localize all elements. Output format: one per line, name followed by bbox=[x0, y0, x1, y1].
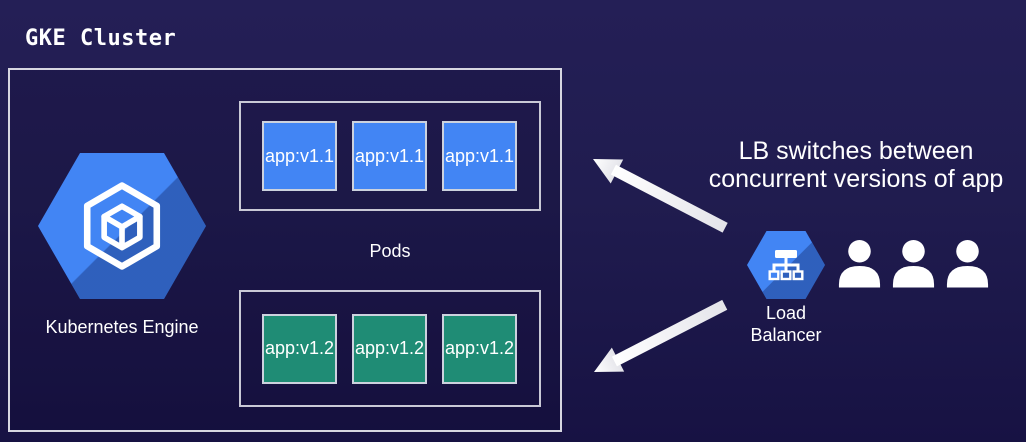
arrow-to-v1-2 bbox=[594, 299, 728, 372]
gke-cube-glyph bbox=[83, 182, 161, 270]
pods-label: Pods bbox=[369, 241, 411, 261]
user-icon bbox=[892, 239, 935, 288]
pod-app-v1-2: app:v1.2 bbox=[262, 313, 337, 384]
pods-group-v1-1: app:v1.1 app:v1.1 app:v1.1 bbox=[239, 101, 541, 211]
load-balancer-icon bbox=[747, 231, 825, 299]
pod-app-v1-1: app:v1.1 bbox=[442, 121, 517, 191]
diagram-title: GKE Cluster bbox=[25, 26, 177, 51]
user-icon bbox=[838, 239, 881, 288]
annotation-line-2: concurrent versions of app bbox=[708, 165, 1004, 193]
pod-app-v1-2: app:v1.2 bbox=[352, 313, 427, 384]
annotation-text: LB switches between concurrent versions … bbox=[678, 137, 1026, 193]
pod-app-v1-2: app:v1.2 bbox=[442, 313, 517, 384]
kubernetes-engine-label: Kubernetes Engine bbox=[45, 317, 199, 337]
load-balancer-tree-glyph bbox=[768, 250, 804, 281]
annotation-line-1: LB switches between bbox=[738, 137, 974, 165]
load-balancer-label: Load Balancer bbox=[750, 303, 822, 345]
users-group bbox=[836, 238, 991, 288]
pods-group-v1-2: app:v1.2 app:v1.2 app:v1.2 bbox=[239, 290, 541, 407]
pod-app-v1-1: app:v1.1 bbox=[352, 121, 427, 191]
pod-app-v1-1: app:v1.1 bbox=[262, 121, 337, 191]
user-icon bbox=[946, 239, 989, 288]
